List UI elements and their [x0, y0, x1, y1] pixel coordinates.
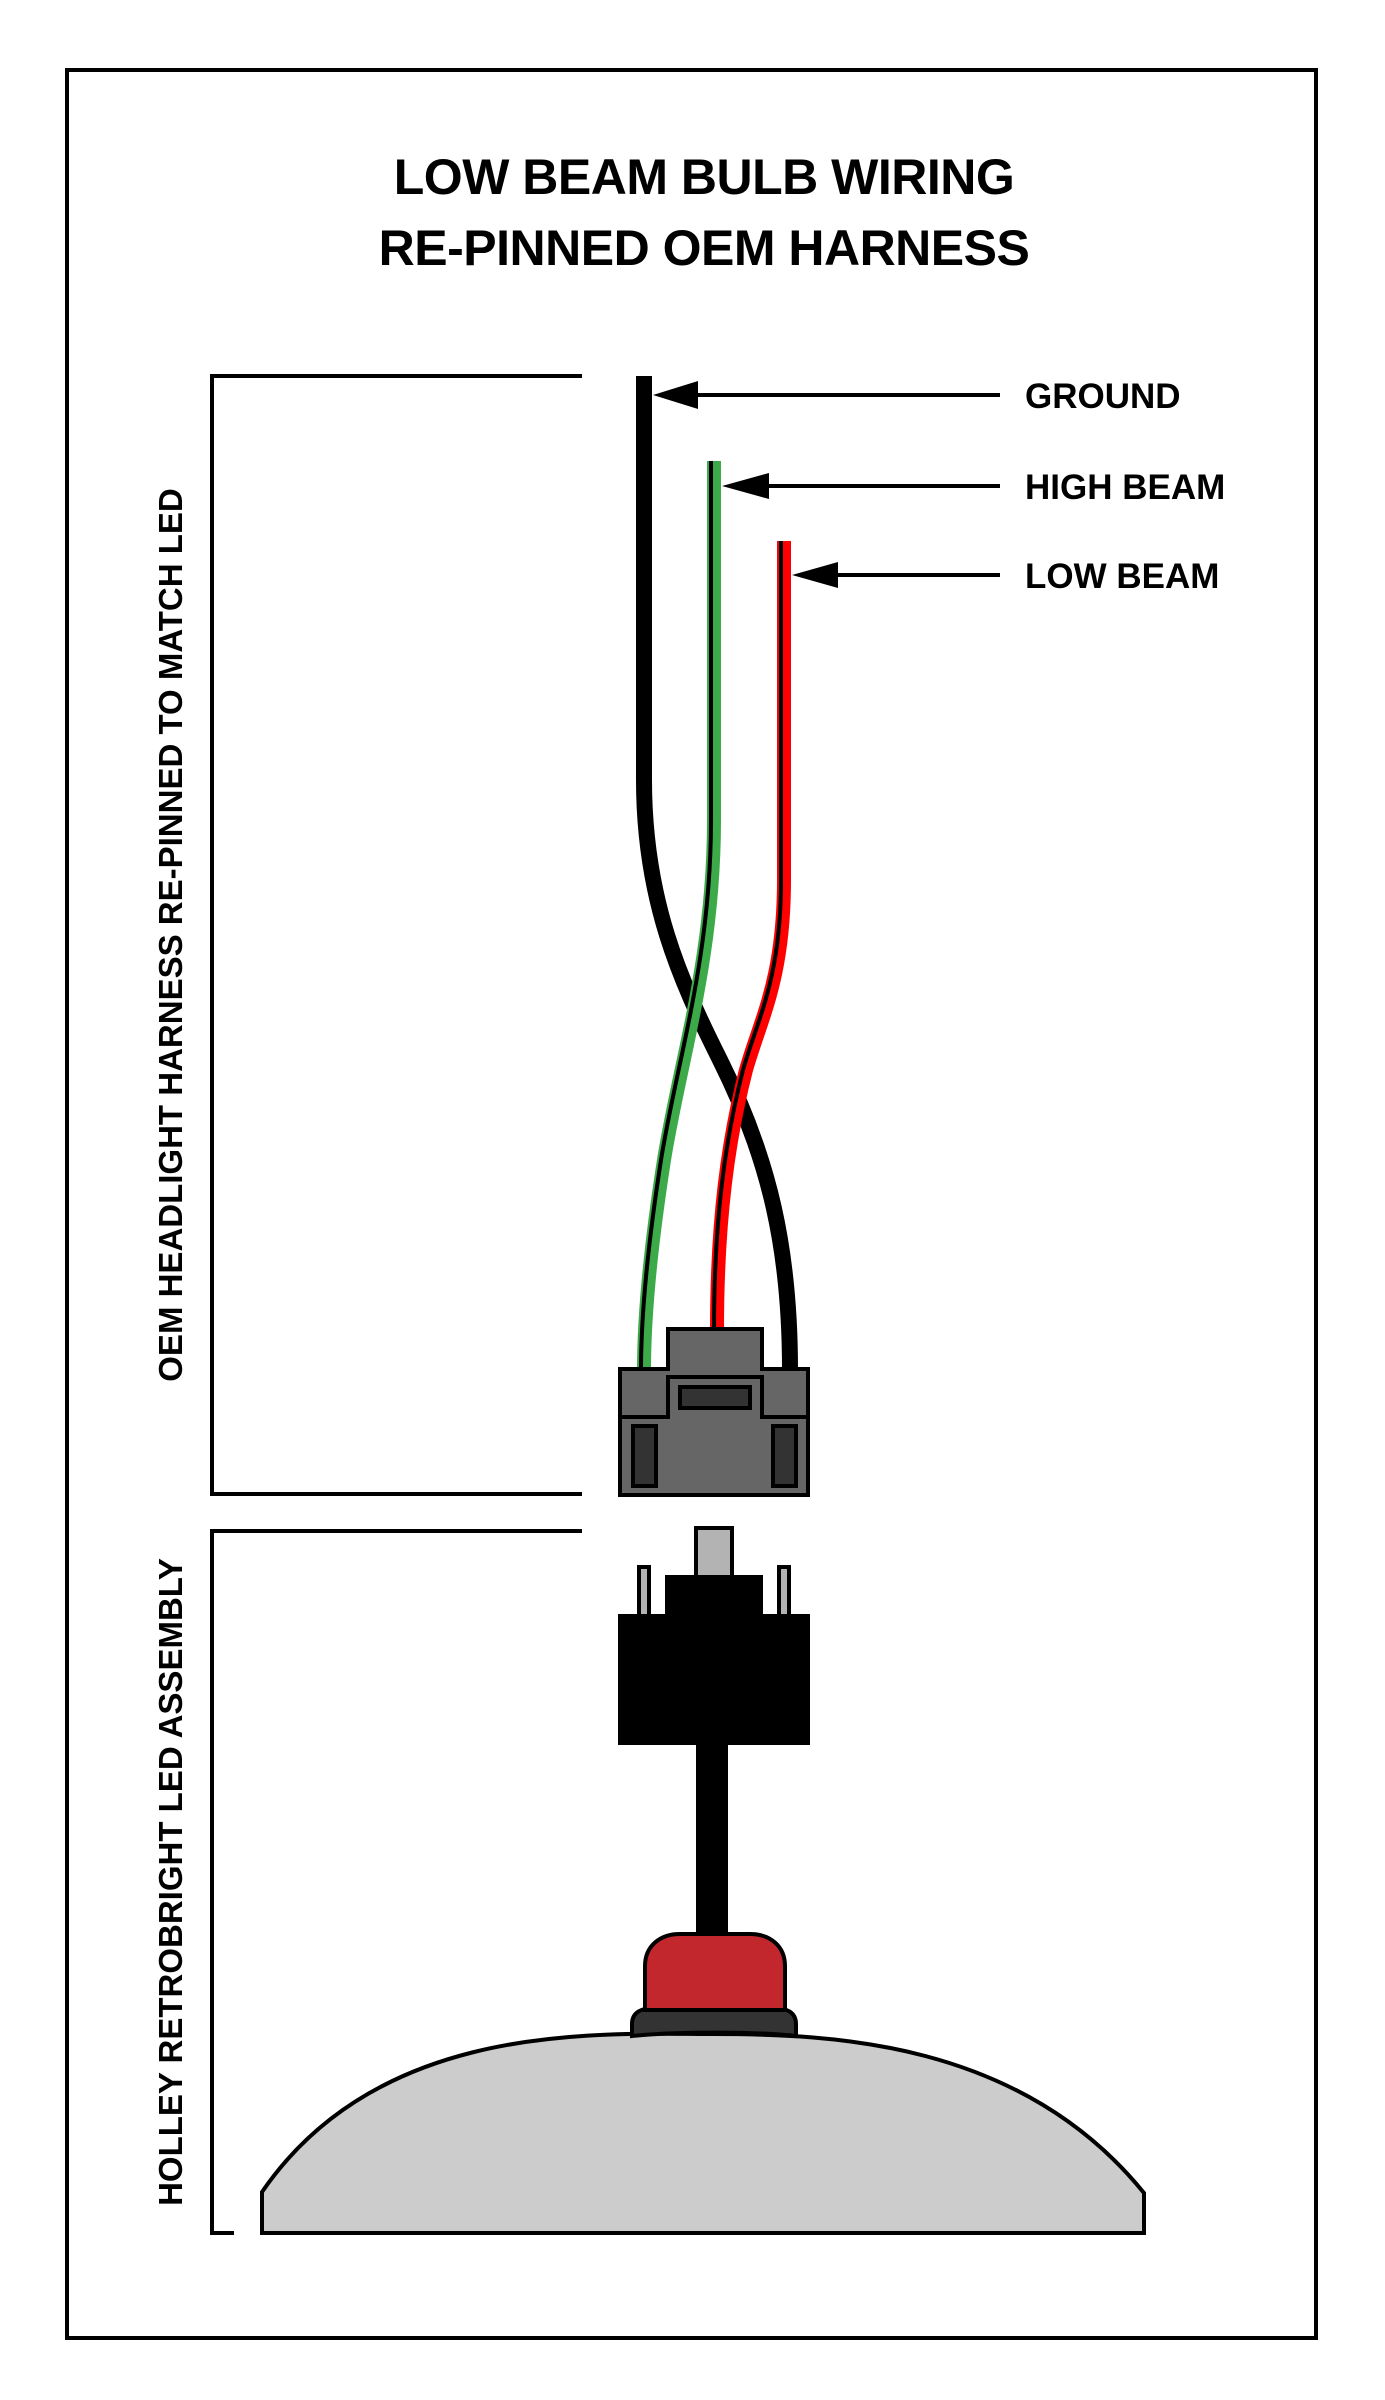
high-beam-wire — [637, 461, 721, 1371]
low-beam-label: LOW BEAM — [1025, 557, 1219, 596]
high-beam-label: HIGH BEAM — [1025, 468, 1225, 507]
harness-connector-latch — [678, 1385, 752, 1410]
low-beam-wire-stripe — [712, 541, 783, 1331]
led-plug-right-pin — [777, 1565, 791, 1619]
led-section-bracket — [210, 1529, 582, 2235]
led-plug-body — [618, 1575, 810, 1745]
led-assembly — [260, 1526, 1146, 2235]
harness-connector-divider — [620, 1375, 808, 1419]
high-beam-arrow-icon — [722, 473, 769, 499]
low-beam-arrow-icon — [792, 562, 838, 588]
led-cable — [696, 1744, 728, 1936]
ground-callout: GROUND — [653, 377, 1181, 416]
high-beam-callout: HIGH BEAM — [722, 468, 1225, 507]
harness-section-bracket — [210, 374, 582, 1496]
high-beam-wire-stripe — [639, 461, 713, 1371]
low-beam-wire — [710, 541, 791, 1331]
low-beam-callout: LOW BEAM — [792, 557, 1219, 596]
led-plug-left-pin — [637, 1565, 651, 1619]
harness-connector-body — [618, 1327, 810, 1497]
title-line-2: RE-PINNED OEM HARNESS — [379, 220, 1030, 276]
ground-label: GROUND — [1025, 377, 1181, 416]
led-section-label: HOLLEY RETROBRIGHT LED ASSEMBLY — [152, 1558, 189, 2206]
led-plug-center-pin — [694, 1526, 734, 1580]
harness-section-label: OEM HEADLIGHT HARNESS RE-PINNED TO MATCH… — [152, 488, 189, 1381]
led-collar — [630, 2006, 798, 2039]
ground-arrow-icon — [653, 381, 698, 409]
ground-wire — [636, 376, 798, 1371]
harness-connector — [618, 1327, 810, 1497]
harness-connector-slot-right — [771, 1424, 798, 1488]
harness-connector-slot-left — [631, 1424, 658, 1488]
led-cap — [643, 1932, 787, 2012]
wire-bundle — [636, 376, 798, 1371]
title-line-1: LOW BEAM BULB WIRING — [394, 149, 1014, 205]
